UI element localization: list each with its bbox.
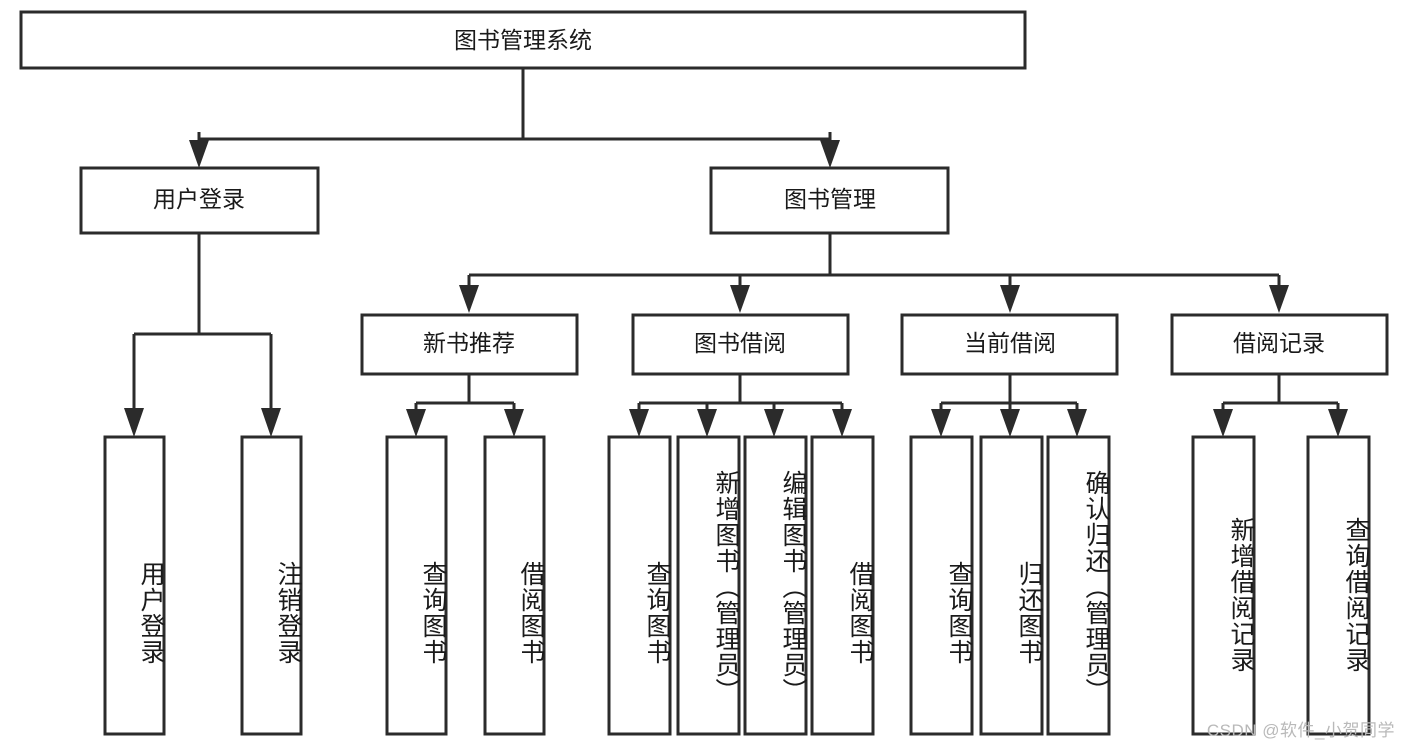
arrow-user-login [189,140,209,168]
watermark-text: CSDN @软件_小贺同学 [1206,721,1395,740]
arrow-leaf-br-2 [1328,409,1348,437]
leafbox-bb-3[interactable] [743,435,808,736]
node-borrow-record-label: 借阅记录 [1233,330,1325,356]
leafbox-cb-2[interactable] [979,435,1044,736]
leafbox-nbr-1[interactable] [385,435,448,736]
arrow-leaf-user-login-1 [124,408,144,437]
leafbox-user-login-2[interactable] [240,435,303,736]
leafbox-cb-1[interactable] [909,435,974,736]
node-book-borrow-label: 图书借阅 [694,330,786,356]
leafbox-cb-3[interactable] [1046,435,1111,736]
arrow-leaf-bb-2 [697,409,717,437]
node-new-book-recommend-label: 新书推荐 [423,330,515,356]
leafbox-user-login-1[interactable] [103,435,166,736]
arrow-leaf-cb-1 [931,409,951,437]
arrow-leaf-bb-3 [764,409,784,437]
leafbox-bb-2[interactable] [676,435,741,736]
node-book-borrow[interactable]: 图书借阅 [631,313,850,376]
arrow-leaf-bb-4 [832,409,852,437]
arrow-book-mgmt [820,140,840,168]
arrow-leaf-cb-2 [1000,409,1020,437]
arrow-leaf-cb-3 [1067,409,1087,437]
node-new-book-recommend[interactable]: 新书推荐 [360,313,579,376]
node-user-login[interactable]: 用户登录 [79,166,320,235]
node-current-borrow[interactable]: 当前借阅 [900,313,1119,376]
arrow-book-borrow [730,285,750,313]
leafbox-bb-1[interactable] [607,435,672,736]
node-book-management[interactable]: 图书管理 [709,166,950,235]
arrow-leaf-nbr-1 [406,409,426,437]
node-borrow-record[interactable]: 借阅记录 [1170,313,1389,376]
arrow-current-borrow [1000,285,1020,313]
leafbox-bb-4[interactable] [810,435,875,736]
node-book-management-label: 图书管理 [784,186,876,212]
arrow-leaf-br-1 [1213,409,1233,437]
node-root-label: 图书管理系统 [454,27,592,53]
arrow-leaf-bb-1 [629,409,649,437]
node-user-login-label: 用户登录 [153,186,245,212]
leafbox-br-1[interactable] [1191,435,1256,736]
node-current-borrow-label: 当前借阅 [964,330,1056,356]
arrow-borrow-record [1269,285,1289,313]
arrow-leaf-nbr-2 [504,409,524,437]
leafbox-br-2[interactable] [1306,435,1371,736]
arrow-leaf-user-login-2 [261,408,281,437]
arrow-new-book-recommend [459,285,479,313]
leafbox-nbr-2[interactable] [483,435,546,736]
node-root[interactable]: 图书管理系统 [19,10,1027,70]
